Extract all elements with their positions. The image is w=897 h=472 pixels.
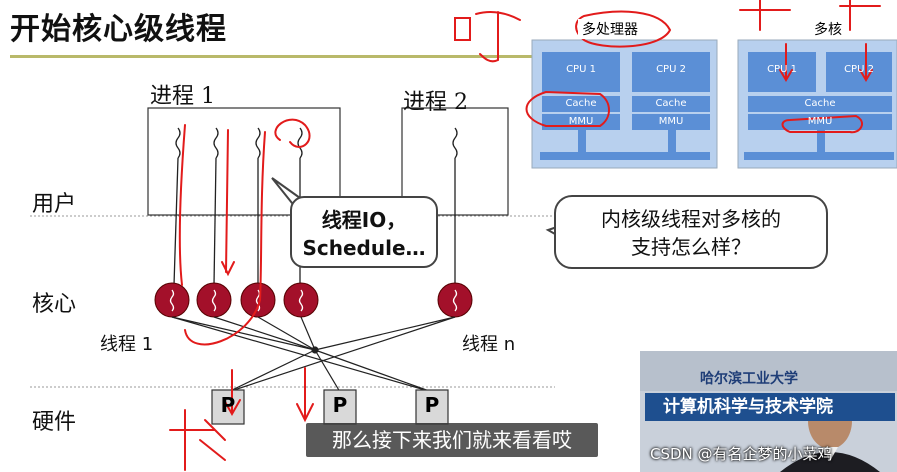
multicore-title: 多核 <box>810 19 846 39</box>
process-1-label: 进程 1 <box>150 84 215 109</box>
csdn-watermark: CSDN @有名企梦的小菜鸡 <box>650 445 833 463</box>
callout-io-schedule: 线程IO， Schedule… <box>290 196 438 268</box>
multicore-diagram <box>737 39 897 169</box>
mc-cpu1-label: CPU 1 <box>767 64 797 75</box>
mp-cache2-label: Cache <box>655 98 687 109</box>
title-divider <box>10 55 570 58</box>
kernel-thread-3 <box>240 282 276 318</box>
kernel-thread-2 <box>196 282 232 318</box>
user-label: 用户 <box>32 192 77 217</box>
mp-cache1-label: Cache <box>565 98 597 109</box>
kernel-thread-n <box>437 282 473 318</box>
mp-cpu1-label: CPU 1 <box>566 64 596 75</box>
scheduler-lines <box>171 316 456 393</box>
school-banner: 计算机科学与技术学院 <box>645 393 895 421</box>
kernel-threads <box>154 282 473 318</box>
slide-title: 开始核心级线程 <box>10 12 227 47</box>
processor-box-2 <box>323 389 357 425</box>
user-thread-5 <box>452 127 458 159</box>
processor-label-2: P <box>332 393 348 417</box>
user-thread-1 <box>175 127 181 159</box>
thread-n-label: 线程 n <box>462 334 516 355</box>
annotation-strokes <box>169 0 881 471</box>
processor-label-3: P <box>424 393 440 417</box>
process-1-box <box>147 107 341 216</box>
callout-io-line1: 线程IO， <box>321 208 407 232</box>
mp-mmu2-label: MMU <box>658 116 684 127</box>
callout-question-line2: 支持怎么样？ <box>631 235 751 259</box>
thread-1-label: 线程 1 <box>100 334 154 355</box>
user-thread-3 <box>255 127 261 159</box>
kernel-thread-4 <box>283 282 319 318</box>
core-label: 核心 <box>32 292 77 317</box>
mc-mmu-label: MMU <box>807 116 833 127</box>
university-name: 哈尔滨工业大学 <box>700 371 798 387</box>
process-2-label: 进程 2 <box>403 90 468 115</box>
multiprocessor-diagram <box>531 39 718 169</box>
processor-label-1: P <box>220 393 236 417</box>
mc-cpu2-label: CPU 2 <box>844 64 874 75</box>
callout-multicore-question: 内核级线程对多核的 支持怎么样？ <box>554 195 828 269</box>
mc-cache-label: Cache <box>804 98 836 109</box>
callout-io-line2: Schedule… <box>302 236 426 260</box>
user-thread-2 <box>213 127 219 159</box>
user-threads <box>175 127 458 159</box>
video-subtitle: 那么接下来我们就来看看哎 <box>306 423 598 457</box>
user-thread-4 <box>297 127 303 159</box>
multiprocessor-title: 多处理器 <box>578 19 642 39</box>
kernel-thread-1 <box>154 282 190 318</box>
callout-question-line1: 内核级线程对多核的 <box>601 207 781 231</box>
hardware-label: 硬件 <box>32 410 77 435</box>
mp-mmu1-label: MMU <box>568 116 594 127</box>
mp-cpu2-label: CPU 2 <box>656 64 686 75</box>
